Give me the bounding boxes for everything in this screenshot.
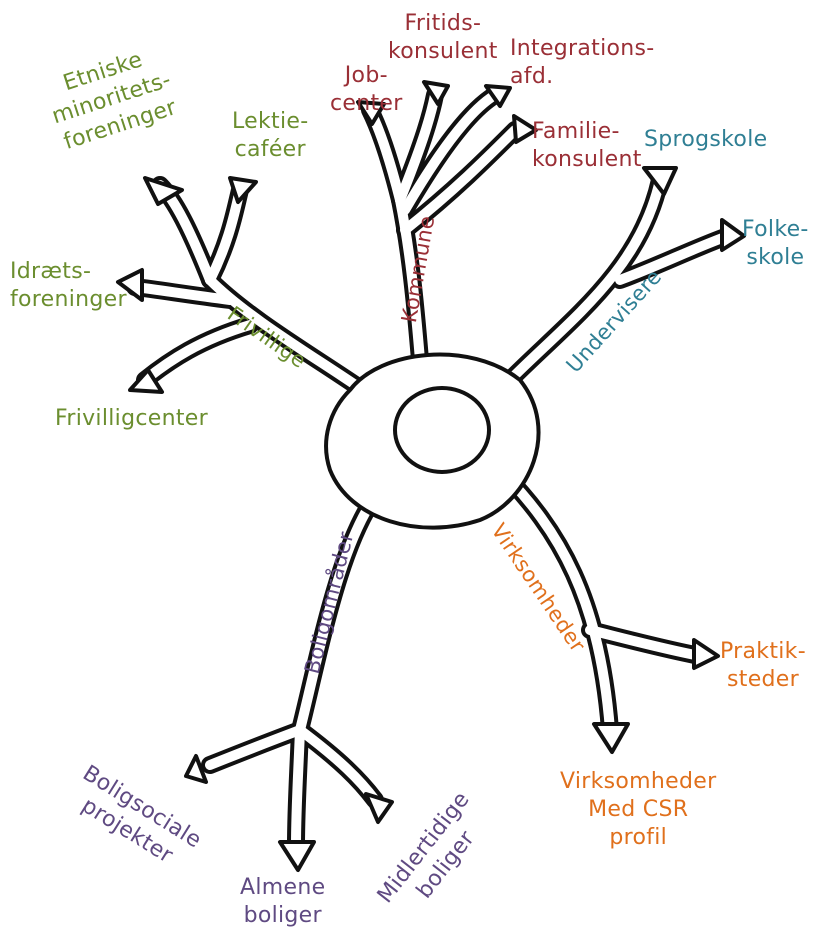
label-fritidskonsulent: Fritids- konsulent bbox=[388, 10, 498, 66]
label-frivilligcenter: Frivilligcenter bbox=[55, 405, 208, 433]
label-virksomheder-csr: Virksomheder Med CSR profil bbox=[560, 768, 716, 852]
label-lektie-cafeer: Lektie- caféer bbox=[232, 108, 308, 164]
label-folkeskole: Folke- skole bbox=[742, 216, 809, 272]
label-praktiksteder: Praktik- steder bbox=[720, 638, 806, 694]
label-familiekonsulent: Familie- konsulent bbox=[532, 118, 642, 174]
label-jobcenter: Job- center bbox=[330, 62, 403, 118]
label-sprogskole: Sprogskole bbox=[644, 126, 767, 154]
label-idraetsforeninger: Idræts- foreninger bbox=[10, 258, 127, 314]
label-integrationsafd: Integrations- afd. bbox=[510, 35, 655, 91]
label-almene-boliger: Almene boliger bbox=[240, 874, 325, 930]
